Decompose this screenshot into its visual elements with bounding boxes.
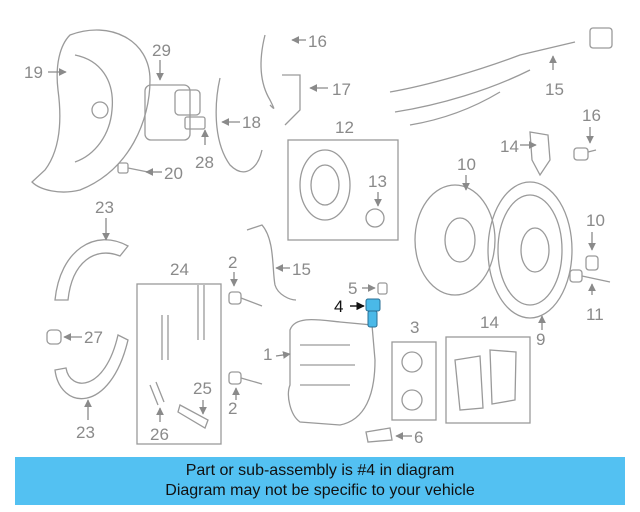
bleeder-screw-part-highlighted <box>365 298 381 328</box>
brake-pad-right-part <box>489 349 517 405</box>
callout-18: 16 <box>308 32 327 51</box>
callout-16: 16 <box>582 106 601 125</box>
callout-10: 10 <box>457 155 476 174</box>
pin-part-26 <box>149 381 165 406</box>
callout-20: 18 <box>242 113 261 132</box>
callout-19: 17 <box>332 80 351 99</box>
dust-shield-part <box>31 29 151 193</box>
spring-part <box>161 285 205 360</box>
adjuster-part-27 <box>46 329 62 345</box>
bolt-part-22 <box>117 162 149 174</box>
bearing-kit-box <box>287 139 399 241</box>
brake-caliper-part <box>287 318 376 426</box>
callout-17: 15 <box>545 80 564 99</box>
callout-6: 6 <box>414 428 423 447</box>
seal-ring-upper-part <box>401 351 423 373</box>
callout-3: 3 <box>410 318 419 337</box>
wheel-bearing-part <box>299 149 351 221</box>
bolt-part-8 <box>585 255 599 271</box>
callout-9: 11 <box>586 305 604 324</box>
brake-parts-diagram: 19 29 28 20 18 16 17 12 13 15 14 <box>24 27 613 447</box>
bolt-part-2-lower <box>228 371 263 385</box>
callout-2-upper: 2 <box>228 253 237 272</box>
seal-ring-lower-part <box>401 389 423 411</box>
callout-14: 15 <box>292 260 311 279</box>
brake-shoe-upper-part <box>54 239 129 301</box>
callout-24: 24 <box>170 260 189 279</box>
callout-11: 12 <box>335 118 354 137</box>
callout-29: 28 <box>195 153 214 172</box>
callout-1: 1 <box>263 345 272 364</box>
callout-27: 27 <box>84 328 103 347</box>
callout-8: 10 <box>586 211 605 230</box>
brake-hose-part <box>215 77 263 173</box>
bleeder-cap-part <box>377 282 388 295</box>
banner-line-1: Part or sub-assembly is #4 in diagram <box>185 462 455 479</box>
screw-part-16 <box>573 147 597 161</box>
callout-13: 14 <box>480 313 499 332</box>
callout-21: 19 <box>24 63 43 82</box>
wear-sensor-harness-part <box>389 41 576 126</box>
callout-4: 4 <box>334 297 343 316</box>
brake-disc-part <box>487 181 573 319</box>
banner-line-2: Diagram may not be specific to your vehi… <box>165 482 475 499</box>
bracket-part <box>282 74 301 126</box>
callout-15: 14 <box>500 137 519 156</box>
brake-pad-box <box>445 336 531 424</box>
brake-line-part <box>260 34 275 109</box>
parking-caliper-part <box>144 84 206 141</box>
sensor-wire-part <box>246 224 297 301</box>
sensor-connector-part <box>589 27 613 49</box>
sensor-part-15 <box>529 131 551 177</box>
info-banner: Part or sub-assembly is #4 in diagram Di… <box>15 457 625 505</box>
callout-25: 25 <box>193 379 212 398</box>
callout-28: 29 <box>152 41 171 60</box>
brake-shoe-lower-part <box>54 334 129 400</box>
wheel-hub-part <box>414 184 496 296</box>
spring-kit-box <box>136 283 222 445</box>
callout-7: 9 <box>536 330 545 349</box>
callout-5: 5 <box>348 279 357 298</box>
clip-part-25 <box>177 404 209 429</box>
bolt-part-9 <box>569 269 611 283</box>
callout-23-upper: 23 <box>95 198 114 217</box>
brake-pad-left-part <box>454 355 484 411</box>
bolt-part-2-upper <box>228 291 263 307</box>
seal-kit-box <box>391 341 437 421</box>
callout-23-lower: 23 <box>76 423 95 442</box>
callout-22: 20 <box>164 164 183 183</box>
pad-clip-part <box>365 427 393 443</box>
callout-12: 13 <box>368 172 387 191</box>
nut-part-12 <box>365 208 385 228</box>
callout-2-lower: 2 <box>228 399 237 418</box>
callout-26: 26 <box>150 425 169 444</box>
